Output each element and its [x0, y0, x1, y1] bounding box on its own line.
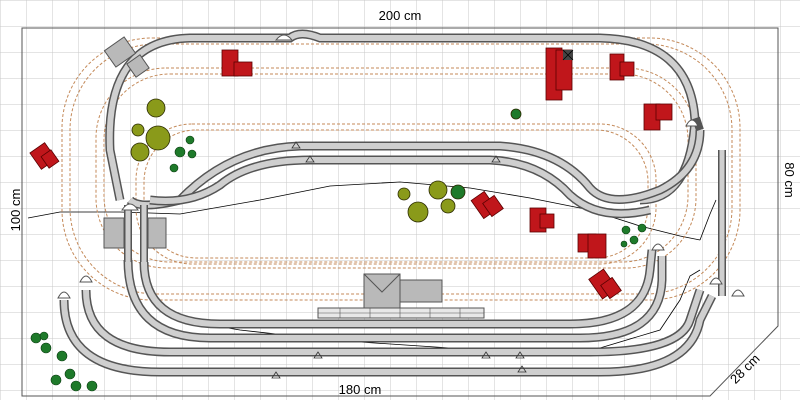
tree: [145, 125, 171, 151]
upper-track-inner-b: [143, 129, 649, 259]
tunnel-portal: [121, 203, 139, 211]
shrub: [637, 223, 647, 233]
shrub: [50, 374, 62, 386]
tunnel-portal: [731, 289, 745, 297]
tree: [146, 98, 166, 118]
buildings: [29, 47, 673, 300]
turnout-marker: [305, 155, 315, 163]
tree: [397, 187, 411, 201]
board-outline: [21, 27, 779, 397]
dimension-right: 80 cm: [782, 162, 797, 197]
tree: [440, 198, 456, 214]
shrub: [169, 163, 179, 173]
tree: [428, 180, 448, 200]
shrub: [620, 240, 628, 248]
shrub: [39, 331, 49, 341]
engine-shed: [103, 36, 167, 249]
shrub: [174, 146, 186, 158]
tree: [450, 184, 466, 200]
shrub: [30, 332, 42, 344]
shrub: [86, 380, 98, 392]
house-annex: [40, 149, 60, 169]
shrubs: [30, 135, 647, 392]
house-annex: [482, 194, 504, 218]
shrub: [629, 235, 639, 245]
turnout-markers: [271, 141, 527, 379]
shed-building-top: [103, 36, 137, 68]
tunnel-portal: [685, 119, 699, 127]
station: [317, 273, 485, 319]
station-building-wing: [399, 279, 443, 303]
tunnel-portal: [709, 277, 723, 285]
house-annex: [619, 61, 635, 77]
turnout-marker: [481, 351, 491, 359]
shrub: [64, 368, 76, 380]
engine-shed-building-b: [147, 217, 167, 249]
turnout-marker: [291, 141, 301, 149]
engine-shed-building: [103, 217, 125, 249]
trees: [130, 98, 522, 223]
upper-track-middle: [95, 67, 697, 269]
dimension-left: 100 cm: [8, 189, 23, 232]
tree: [407, 201, 429, 223]
tree: [130, 142, 150, 162]
tunnel-portal: [274, 34, 294, 41]
turnout-marker: [491, 155, 501, 163]
turnout-marker: [313, 351, 323, 359]
tunnel-portal: [79, 275, 93, 283]
house-annex: [655, 103, 673, 121]
turnout-marker: [271, 371, 281, 379]
tunnel-portal: [651, 243, 665, 251]
dimension-top: 200 cm: [379, 8, 422, 23]
house-annex: [587, 233, 607, 259]
turnout-marker: [515, 351, 525, 359]
tunnel-portals: [57, 34, 745, 299]
house-annex: [539, 213, 555, 229]
house-annex: [600, 276, 622, 300]
shrub: [40, 342, 52, 354]
shrub: [187, 149, 197, 159]
shrub: [621, 225, 631, 235]
shrub: [56, 350, 68, 362]
shed-building-top-b: [126, 54, 150, 78]
tunnel-portal: [57, 291, 71, 299]
shrub: [70, 380, 82, 392]
factory-chimney: [562, 49, 574, 61]
tree: [510, 108, 522, 120]
dimension-bottom: 180 cm: [339, 382, 382, 397]
upper-track-middle-b: [103, 73, 689, 263]
upper-track-inner: [135, 123, 657, 265]
house-annex: [233, 61, 253, 77]
turnout-marker: [517, 365, 527, 373]
lower-level-track: [59, 29, 726, 377]
shrub: [185, 135, 195, 145]
tree: [131, 123, 145, 137]
